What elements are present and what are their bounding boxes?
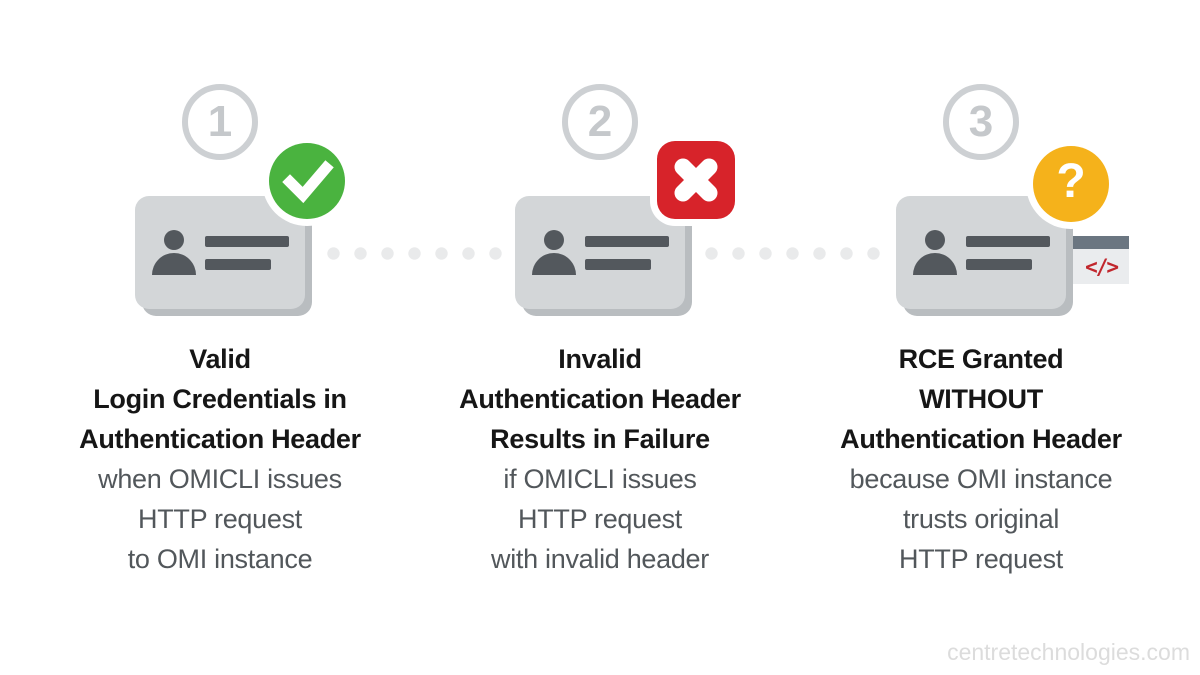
person-body: [152, 253, 196, 275]
text-line-bar: [585, 258, 651, 270]
text-line-bar: [205, 258, 271, 270]
cross-icon: [674, 158, 718, 202]
check-icon: [282, 160, 334, 204]
step-1-card-wrap: [135, 143, 345, 316]
heading-line: Login Credentials in: [93, 384, 347, 414]
text-line-bar: [205, 235, 289, 247]
step-1-number-circle: 1: [182, 84, 258, 160]
text-line-bar: [966, 235, 1050, 247]
heading-line: Authentication Header: [840, 424, 1122, 454]
person-icon: [913, 230, 957, 275]
text-line-bar: [585, 235, 669, 247]
heading-line: WITHOUT: [919, 384, 1043, 414]
failure-badge: [657, 141, 735, 219]
body-line: HTTP request: [899, 544, 1063, 574]
step-2-number: 2: [587, 97, 613, 146]
window-body: </>: [1004, 249, 1129, 284]
heading-line: RCE Granted: [898, 344, 1064, 374]
person-body: [532, 253, 576, 275]
body-line: HTTP request: [138, 504, 302, 534]
watermark: centretechnologies.com: [947, 639, 1190, 665]
id-card: [515, 196, 685, 309]
person-head: [164, 230, 184, 250]
dotted-connector-2-3: [698, 247, 894, 260]
body-line: when OMICLI issues: [98, 464, 342, 494]
step-3-number: 3: [968, 97, 994, 146]
person-head: [544, 230, 564, 250]
step-2-caption: Invalid Authentication Header Results in…: [410, 339, 790, 579]
person-body: [913, 253, 957, 275]
code-icon: </>: [1085, 254, 1119, 279]
step-3-caption: RCE Granted WITHOUT Authentication Heade…: [791, 339, 1171, 579]
id-card: [135, 196, 305, 309]
step-1-number: 1: [207, 97, 233, 146]
body-line: if OMICLI issues: [503, 464, 697, 494]
body-line: HTTP request: [518, 504, 682, 534]
step-3-number-circle: 3: [943, 84, 1019, 160]
card-text-lines: [205, 235, 289, 270]
step-3-card-wrap: ? </>: [896, 146, 1129, 316]
step-2-card-wrap: [515, 141, 735, 316]
success-badge: [269, 143, 345, 219]
step-2-number-circle: 2: [562, 84, 638, 160]
step-1-caption: Valid Login Credentials in Authenticatio…: [30, 339, 410, 579]
id-card: [896, 196, 1066, 309]
card-text-lines: [966, 235, 1050, 270]
text-line-bar: [966, 258, 1032, 270]
heading-line: Authentication Header: [79, 424, 361, 454]
body-line: trusts original: [902, 504, 1060, 534]
heading-line: Authentication Header: [459, 384, 741, 414]
dotted-connector-1-2: [320, 247, 510, 260]
step-3-rce-granted: 3 ? </>: [791, 84, 1171, 579]
heading-line: Valid: [189, 344, 251, 374]
step-1-valid-credentials: 1 Valid Login Credentials in: [30, 84, 410, 579]
body-line: with invalid header: [491, 544, 709, 574]
person-icon: [152, 230, 196, 275]
body-line: because OMI instance: [849, 464, 1113, 494]
person-icon: [532, 230, 576, 275]
card-text-lines: [585, 235, 669, 270]
heading-line: Results in Failure: [490, 424, 710, 454]
unknown-badge: ?: [1033, 146, 1109, 222]
body-line: to OMI instance: [127, 544, 313, 574]
question-icon: ?: [1056, 155, 1086, 208]
step-2-invalid-header: 2 Invalid Authentica: [410, 84, 790, 579]
person-head: [925, 230, 945, 250]
heading-line: Invalid: [558, 344, 642, 374]
